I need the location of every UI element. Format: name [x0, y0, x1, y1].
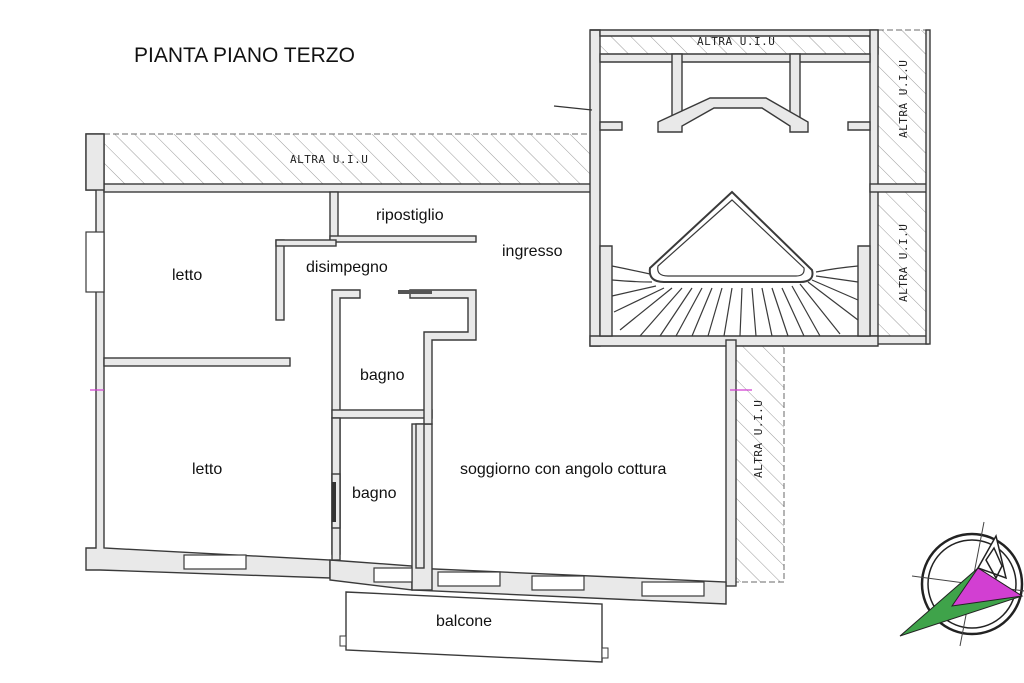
other-unit-label-mid: ALTRA U.I.U [752, 400, 765, 478]
other-unit-label-right-upper: ALTRA U.I.U [897, 60, 910, 138]
north-arrow-icon [899, 521, 1024, 647]
room-label-bagno-2: bagno [352, 485, 397, 502]
other-unit-top-strip [103, 133, 597, 185]
windows [85, 231, 705, 597]
other-unit-label-top-right: ALTRA U.I.U [697, 35, 775, 48]
other-unit-label-top: ALTRA U.I.U [290, 153, 368, 166]
window-soggiorno-3 [641, 581, 705, 597]
plan-title: PIANTA PIANO TERZO [134, 44, 355, 67]
room-label-balcone: balcone [436, 613, 492, 630]
window-soggiorno-2 [531, 575, 585, 591]
room-label-soggiorno: soggiorno con angolo cottura [460, 461, 666, 478]
chimney-structure [599, 53, 871, 133]
room-label-ingresso: ingresso [502, 243, 563, 260]
room-labels: letto ripostiglio disimpegno ingresso ba… [172, 207, 666, 630]
window-bagno [373, 567, 413, 583]
exterior-walls [85, 29, 931, 605]
window-letto [183, 554, 247, 570]
window-left [85, 231, 105, 293]
other-unit-right-lower [877, 191, 927, 337]
other-unit-zones [103, 29, 927, 583]
room-label-disimpegno: disimpegno [306, 259, 388, 276]
room-label-letto-2: letto [192, 461, 222, 478]
room-label-ripostiglio: ripostiglio [376, 207, 444, 224]
balcony-outline [345, 591, 603, 663]
doors [332, 290, 432, 522]
other-unit-label-right-lower: ALTRA U.I.U [897, 224, 910, 302]
window-soggiorno-1 [437, 571, 501, 587]
other-unit-mid-strip [735, 341, 785, 583]
interior-walls [103, 191, 477, 569]
room-label-bagno-1: bagno [360, 367, 405, 384]
other-unit-right-upper [877, 29, 927, 187]
room-label-letto-1: letto [172, 267, 202, 284]
staircase [553, 105, 871, 337]
